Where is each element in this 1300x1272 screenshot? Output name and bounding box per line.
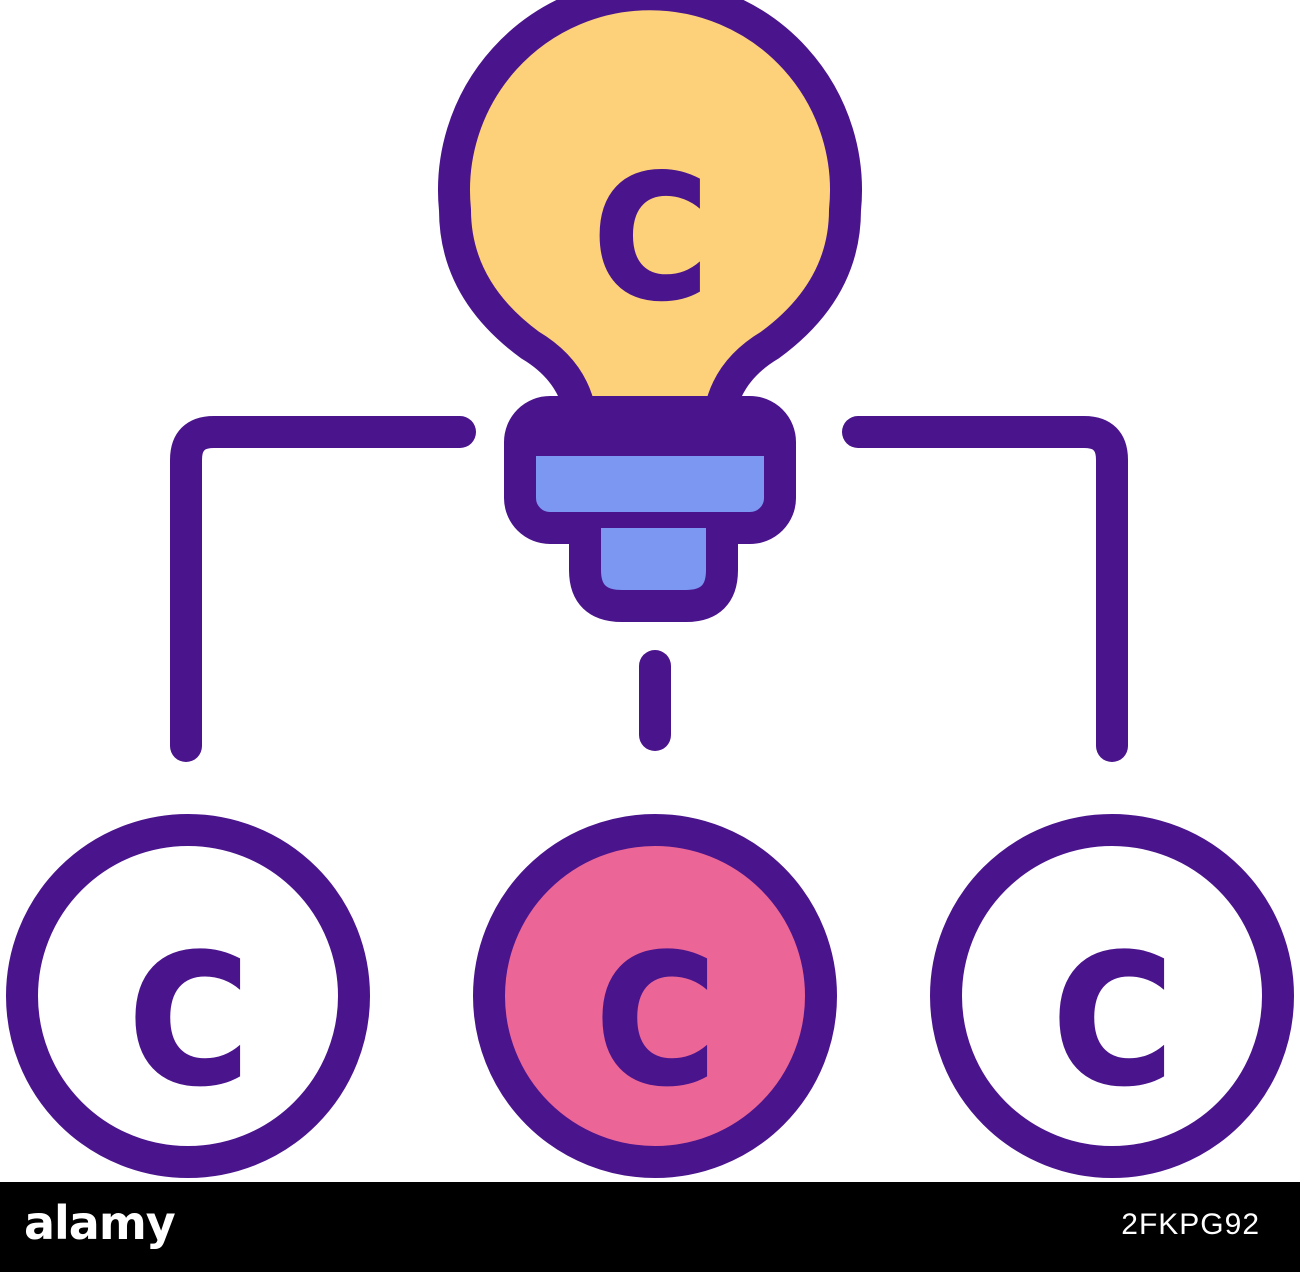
stock-footer-bar: alamy 2FKPG92	[0, 1182, 1300, 1272]
brand-logo[interactable]: alamy	[24, 1196, 176, 1250]
bulb-copyright-letter: c	[581, 86, 719, 353]
copyright-hierarchy-illustration: c c c c	[6, 0, 1294, 1178]
bulb-glass	[438, 0, 862, 428]
copyright-icon-right: c	[930, 814, 1294, 1178]
left-circle-letter: c	[116, 860, 261, 1140]
image-id-label: 2FKPG92	[1121, 1208, 1260, 1241]
center-circle-letter: c	[583, 860, 728, 1140]
connector-right	[842, 416, 1128, 762]
connector-left	[170, 416, 476, 762]
copyright-icon-left: c	[6, 814, 370, 1178]
copyright-icon-center: c	[473, 814, 837, 1178]
right-circle-letter: c	[1040, 860, 1185, 1140]
lightbulb-icon: c	[438, 0, 862, 622]
bulb-cap	[569, 528, 738, 622]
illustration-canvas: c c c c	[6, 0, 1294, 1178]
